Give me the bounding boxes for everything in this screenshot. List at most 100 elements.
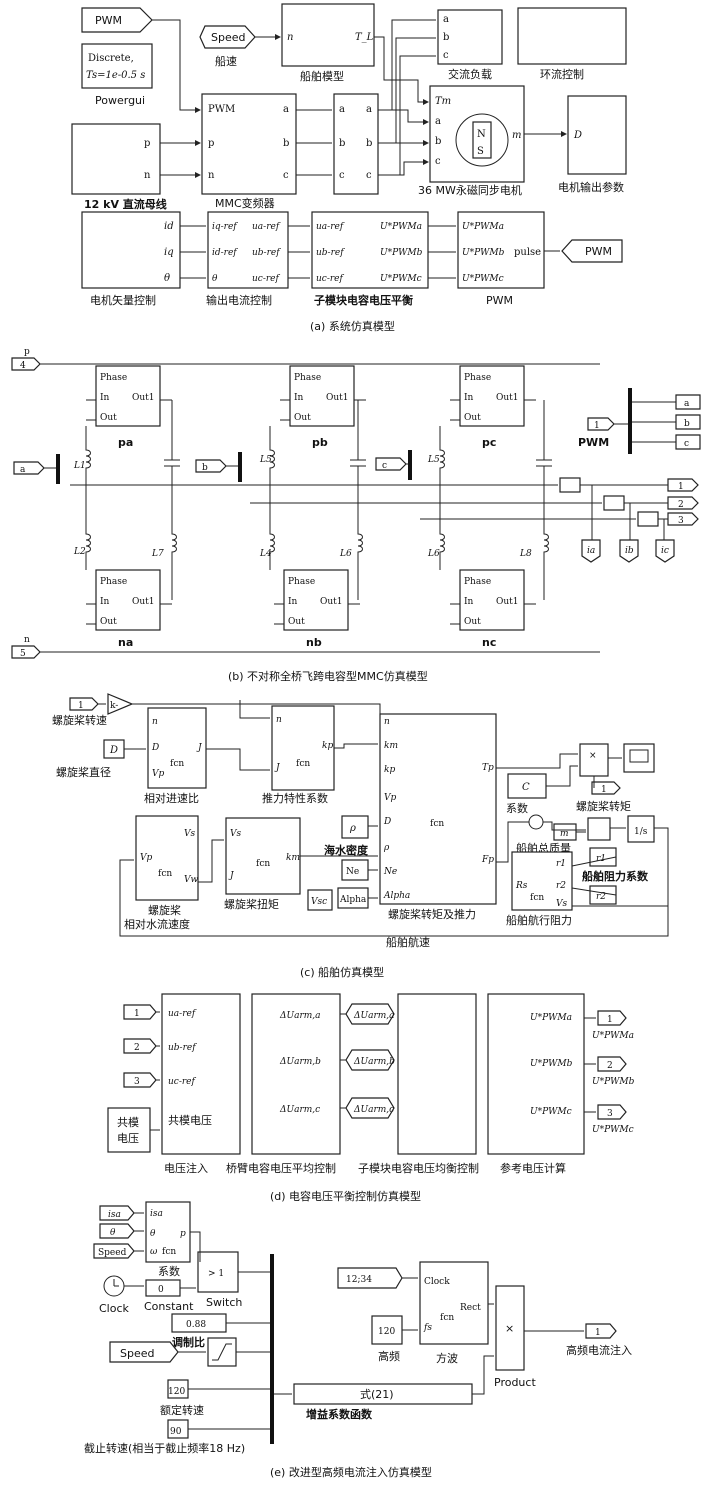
phase-block-lower-2[interactable]	[459, 569, 525, 631]
resist-block[interactable]	[511, 851, 573, 911]
rated-val: 120	[168, 1387, 185, 1397]
pwm-block[interactable]	[457, 211, 545, 289]
cm-const[interactable]	[107, 1107, 151, 1153]
tq-label: 螺旋桨扭矩	[224, 897, 279, 911]
div-block[interactable]	[587, 817, 611, 841]
square-block[interactable]	[419, 1261, 489, 1345]
out-param-block[interactable]	[567, 95, 627, 175]
current-ia: ia	[587, 546, 595, 556]
ref-label: 参考电压计算	[500, 1161, 566, 1175]
mid-in-b: b	[339, 138, 345, 149]
magnet-icon	[472, 121, 492, 159]
phase-block-lower-0[interactable]	[95, 569, 161, 631]
isa-tag	[99, 1205, 135, 1221]
vsc-label: Vsc	[311, 897, 327, 907]
main-port-4: D	[383, 817, 391, 827]
phase-block-lower-1[interactable]	[283, 569, 349, 631]
phase-block-upper-2[interactable]	[459, 365, 525, 427]
hf-label: 高频	[378, 1349, 400, 1363]
const-val: 0	[158, 1285, 164, 1295]
cut-label: 截止转速(相当于截止频率18 Hz)	[84, 1441, 245, 1455]
capacitor-icon	[536, 400, 552, 600]
d-in-port: 2	[134, 1043, 140, 1053]
phase-block-upper-0[interactable]	[95, 365, 161, 427]
fcn-e-block[interactable]	[145, 1201, 191, 1263]
ship-model-block[interactable]	[281, 3, 375, 67]
ind-l5-c: L5	[427, 455, 440, 465]
integrator-block[interactable]	[627, 815, 655, 843]
ac-load-block[interactable]	[437, 9, 503, 65]
vec-ctrl-block[interactable]	[81, 211, 181, 289]
main-port-0: n	[384, 717, 390, 727]
phase-in-c: c	[382, 461, 387, 471]
c-in-port-icon	[69, 697, 99, 711]
rho-const[interactable]	[341, 815, 369, 839]
d-out-port: 1	[607, 1015, 613, 1025]
rv-port-vw: Vw	[184, 875, 198, 885]
mmc-block[interactable]	[201, 93, 297, 195]
mid-block[interactable]	[333, 93, 379, 195]
arm-block[interactable]	[251, 993, 341, 1155]
inductor-icon	[85, 426, 91, 570]
vsc-const[interactable]	[307, 889, 333, 911]
sea-label: 海水密度	[324, 843, 369, 857]
switch-block[interactable]	[197, 1251, 239, 1293]
phase-port: Out1	[496, 597, 519, 607]
sub-ctrl-block[interactable]	[397, 993, 477, 1155]
adv-port-j: J	[196, 743, 203, 753]
res-port-vs: Vs	[556, 899, 567, 909]
mid-out-b: b	[366, 138, 372, 149]
e-coef-label: 系数	[158, 1265, 180, 1278]
vec-port-id: id	[164, 221, 174, 232]
vec-ctrl-label: 电机矢量控制	[90, 293, 156, 307]
sum-icon	[528, 814, 544, 830]
caption-e: (e) 改进型高频电流注入仿真模型	[270, 1465, 432, 1479]
pwm-out-tags	[675, 394, 701, 450]
out-ports	[667, 478, 699, 526]
port-n-label: n	[24, 635, 30, 645]
balance-label: 子模块电容电压平衡	[314, 293, 413, 307]
scope-icon	[629, 749, 649, 763]
d-in-port: 3	[134, 1077, 140, 1087]
current-tags	[581, 539, 675, 563]
phase-port: In	[100, 597, 110, 607]
hf-val: 120	[378, 1327, 395, 1337]
caption-c: (c) 船舶仿真模型	[300, 965, 384, 979]
motor-port-tm: Tm	[435, 96, 451, 107]
tq-fcn: fcn	[256, 859, 270, 869]
inj-uc: uc-ref	[168, 1077, 197, 1087]
port-p-icon	[11, 357, 41, 371]
product-block[interactable]	[495, 1285, 525, 1371]
hf-const[interactable]	[371, 1315, 403, 1345]
arm-b: ΔUarm,b	[279, 1057, 321, 1067]
phase-port: Out1	[132, 597, 155, 607]
mod-label: 调制比	[172, 1335, 205, 1349]
sq-port-rect: Rect	[460, 1303, 481, 1313]
powergui-block[interactable]	[81, 43, 153, 89]
clk-val-const[interactable]	[337, 1267, 403, 1289]
scope-block[interactable]	[623, 743, 655, 773]
d-out-port: 2	[607, 1061, 613, 1071]
thrust-block[interactable]	[271, 705, 335, 791]
ind-l4: L4	[259, 549, 272, 559]
phase-port: Phase	[464, 577, 491, 587]
phase-port: Out1	[320, 597, 343, 607]
cm-label-1: 共模	[117, 1116, 139, 1129]
relvel-block[interactable]	[135, 815, 199, 901]
ship-speed-label: 船舶航速	[386, 935, 430, 949]
main-torque-block[interactable]	[379, 713, 497, 905]
balance-block[interactable]	[311, 211, 429, 289]
phase-port: Out	[464, 413, 481, 423]
dc-bus-block[interactable]	[71, 123, 161, 195]
cur-in-theta: θ	[212, 274, 218, 284]
ref-block[interactable]	[487, 993, 585, 1155]
gain-block[interactable]	[107, 693, 134, 715]
phase-block-upper-1[interactable]	[289, 365, 355, 427]
gain-label: k-	[110, 701, 118, 711]
mmc-port-p: p	[208, 138, 214, 149]
adv-block[interactable]	[147, 707, 207, 789]
inject-block[interactable]	[161, 993, 241, 1155]
loop-ctrl-block[interactable]	[517, 7, 627, 65]
cur-ctrl-block[interactable]	[207, 211, 289, 289]
ts-label: Ts=1e-0.5 s	[86, 70, 145, 81]
